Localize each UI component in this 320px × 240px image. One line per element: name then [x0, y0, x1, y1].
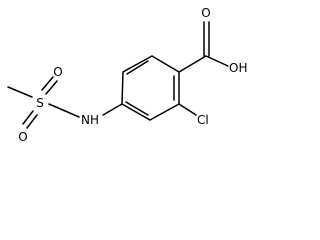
- benzene-ring: [121, 55, 180, 121]
- bond-carboxyl-to-oh: [205, 55, 229, 67]
- atom-label-upper-oxygen: O: [53, 65, 62, 79]
- structure-canvas: O OH Cl NH S O O: [7, 6, 248, 144]
- ring-double-bond-inner-2: [126, 60, 149, 75]
- s-o-upper-double-bond-1: [41, 76, 54, 91]
- s-o-upper-double-bond-2: [45, 80, 58, 95]
- ring-bond-c1-c2: [151, 55, 180, 73]
- bond-ring-to-chlorine: [178, 103, 197, 116]
- atom-label-carbonyl-oxygen: O: [201, 6, 210, 20]
- chemical-structure: O OH Cl NH S O O: [7, 6, 247, 144]
- atom-label-chlorine: Cl: [197, 113, 209, 127]
- ring-bond-c4-c5: [121, 103, 151, 121]
- chloro-substituent: Cl: [178, 103, 209, 127]
- sulfonamide-group: NH S O O: [7, 65, 123, 144]
- ring-double-bond-inner-3: [125, 101, 149, 116]
- bond-ring-to-nh: [102, 103, 123, 116]
- atom-label-hydroxyl: OH: [229, 61, 247, 75]
- s-o-lower-double-bond-2: [26, 114, 38, 129]
- carboxylic-acid-group: O OH: [178, 6, 247, 75]
- atom-label-lower-oxygen: O: [18, 130, 27, 144]
- bond-ring-to-carboxyl: [178, 55, 207, 73]
- ring-bond-c2-c3: [122, 55, 153, 73]
- s-o-lower-double-bond-1: [22, 110, 34, 125]
- bond-nh-to-sulfur: [48, 103, 80, 118]
- atom-label-nh: NH: [81, 113, 99, 127]
- ring-bond-c3-c4: [121, 71, 124, 105]
- atom-label-sulfur: S: [36, 96, 44, 110]
- bond-sulfur-to-methyl: [7, 86, 33, 98]
- ring-bond-c5-c6: [149, 103, 180, 121]
